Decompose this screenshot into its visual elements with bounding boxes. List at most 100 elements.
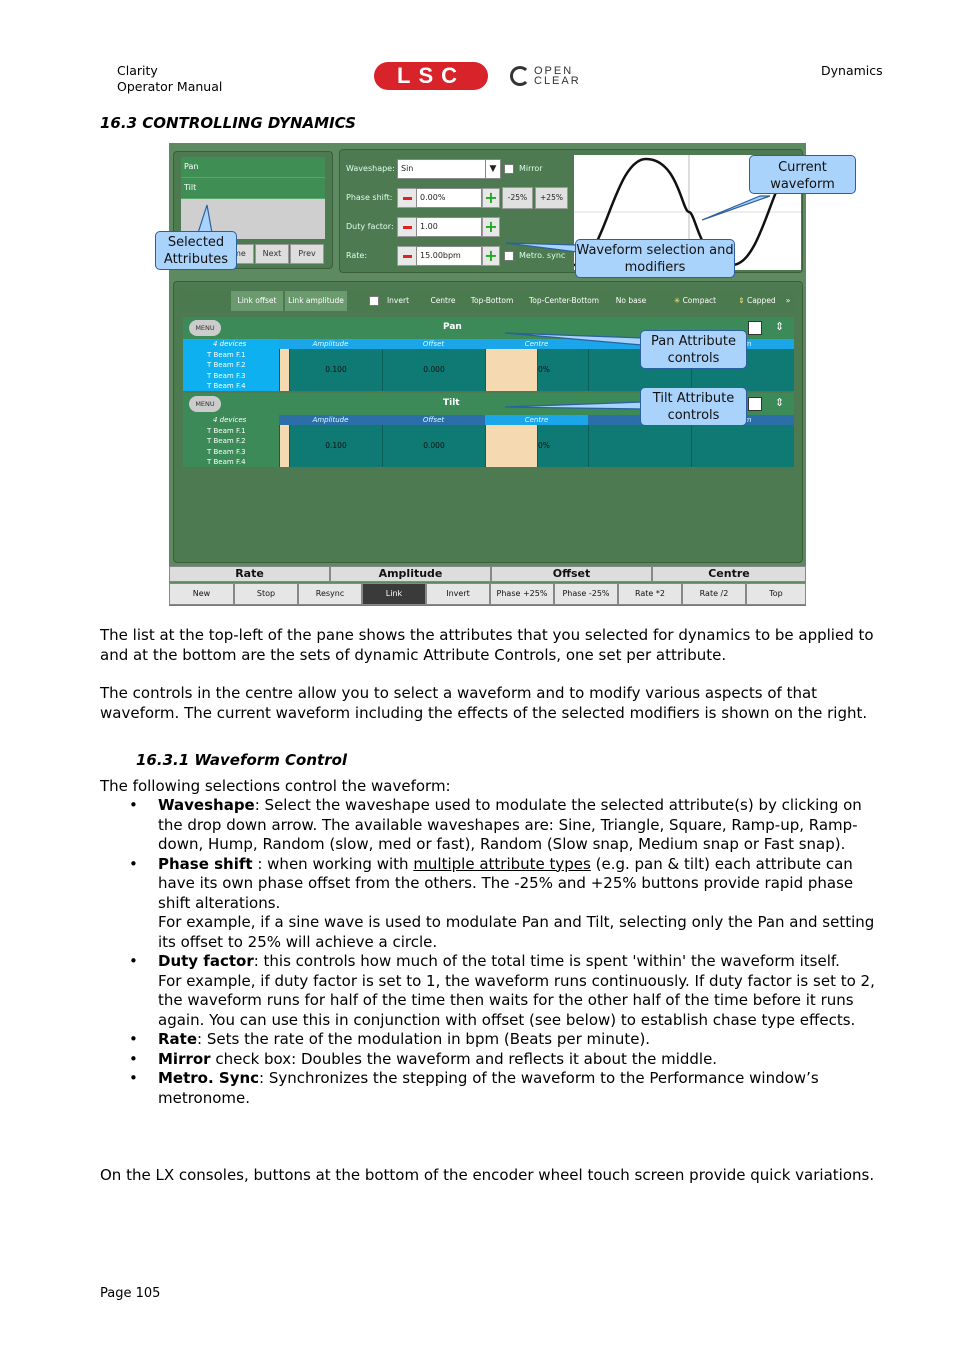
phase-minus-icon[interactable] — [397, 188, 417, 208]
phase-plus25-bottom-button[interactable]: Phase +25% — [490, 583, 554, 605]
phase-minus25-button[interactable]: -25% — [502, 187, 533, 209]
pan-col-amplitude: Amplitude — [312, 340, 349, 348]
top-button[interactable]: Top — [746, 583, 806, 605]
pan-device-list: 4 devices T Beam F.1 T Beam F.2 T Beam F… — [183, 339, 279, 391]
phase-text-a: : when working with — [252, 854, 414, 873]
mirror-label: Mirror — [519, 164, 543, 173]
duty-example: For example, if duty factor is set to 1,… — [158, 971, 875, 1029]
rate-half-button[interactable]: Rate /2 — [682, 583, 746, 605]
pan-toggle-icon[interactable] — [748, 321, 762, 335]
pan-menu-button[interactable]: MENU — [189, 320, 221, 336]
tilt-centre-value[interactable]: 0% — [537, 425, 588, 467]
tilt-amplitude-value[interactable]: 0.100 — [289, 425, 382, 467]
duty-factor-label: Duty factor: — [346, 222, 394, 231]
mirror-term: Mirror — [158, 1049, 211, 1068]
invert-checkbox[interactable] — [369, 296, 379, 306]
mirror-text: check box: Doubles the waveform and refl… — [210, 1049, 718, 1068]
waveshape-select[interactable]: Sin ▼ — [397, 159, 501, 179]
metro-sync-checkbox[interactable] — [504, 251, 514, 261]
phase-plus-icon[interactable]: + — [482, 188, 500, 208]
rate-label: Rate: — [346, 251, 368, 260]
capped-option[interactable]: ⇕ Capped — [731, 291, 783, 311]
new-button[interactable]: New — [169, 583, 234, 605]
tilt-col-offset: Offset — [422, 416, 445, 424]
paragraph-controls: The controls in the centre allow you to … — [100, 684, 868, 722]
next-button[interactable]: Next — [255, 244, 289, 264]
list-item: Rate: Sets the rate of the modulation in… — [129, 1030, 880, 1050]
link-offset-button[interactable]: Link offset — [231, 291, 283, 311]
attribute-types-link[interactable]: multiple attribute types — [413, 854, 591, 873]
metro-term: Metro. Sync — [158, 1069, 260, 1087]
pan-expand-icon[interactable]: ⇕ — [775, 320, 785, 333]
tilt-device-item: T Beam F.4 — [207, 458, 246, 466]
rate-field[interactable]: 15.00bpm — [416, 246, 482, 266]
prev-button[interactable]: Prev — [290, 244, 324, 264]
tilt-amplitude-bar — [279, 425, 289, 467]
openclear-word-1: OPEN — [534, 65, 574, 77]
doc-subtitle: Operator Manual — [117, 79, 223, 94]
doc-title: Clarity — [117, 63, 158, 78]
subsection-title: 16.3.1 Waveform Control — [136, 751, 348, 769]
capped-icon: ⇕ — [738, 296, 745, 305]
attribute-item-pan[interactable]: Pan — [181, 157, 325, 178]
tilt-offset-value[interactable]: 0.000 — [382, 425, 485, 467]
no-base-option[interactable]: No base — [615, 296, 647, 305]
pan-col-centre: Centre — [524, 340, 549, 348]
pan-centre-value[interactable]: 0% — [537, 349, 588, 391]
metro-text: : Synchronizes the stepping of the wavef… — [158, 1069, 819, 1107]
phase-plus25-button[interactable]: +25% — [535, 187, 568, 209]
pan-controls-callout: Pan Attribute controls — [640, 330, 747, 369]
chevron-down-icon[interactable]: ▼ — [485, 160, 500, 178]
phase-minus25-bottom-button[interactable]: Phase -25% — [554, 583, 618, 605]
tilt-menu-button[interactable]: MENU — [189, 396, 221, 412]
stop-button[interactable]: Stop — [234, 583, 298, 605]
bank-amplitude: Amplitude — [330, 566, 491, 582]
duty-factor-field[interactable]: 1.00 — [416, 217, 482, 237]
mirror-checkbox[interactable] — [504, 164, 514, 174]
top-bottom-option[interactable]: Top-Bottom — [470, 296, 514, 305]
attribute-item-tilt[interactable]: Tilt — [181, 178, 325, 199]
pan-device-item: T Beam F.4 — [207, 382, 246, 390]
list-item: Mirror check box: Doubles the waveform a… — [129, 1049, 880, 1070]
page-number: Page 105 — [100, 1286, 161, 1301]
phase-shift-field[interactable]: 0.00% — [416, 188, 482, 208]
rate-plus-icon[interactable]: + — [482, 246, 500, 266]
bank-offset: Offset — [491, 566, 652, 582]
waveform-control-list: Waveshape: Select the waveshape used to … — [100, 796, 880, 1108]
rate-minus-icon[interactable] — [397, 246, 417, 266]
invert-button[interactable]: Invert — [426, 583, 490, 605]
link-amplitude-button[interactable]: Link amplitude — [285, 291, 347, 311]
pan-device-item: T Beam F.1 — [207, 350, 246, 359]
attribute-list: Pan Tilt — [181, 157, 325, 239]
list-item: Duty factor: this controls how much of t… — [129, 952, 880, 1030]
duty-plus-icon[interactable]: + — [482, 217, 500, 237]
pan-amplitude-value[interactable]: 0.100 — [289, 349, 382, 391]
dynamics-screenshot: Pan Tilt me Next Prev Waveshape: Sin ▼ M… — [169, 143, 806, 606]
openclear-ring-icon — [510, 66, 530, 86]
compact-label: Compact — [682, 296, 717, 305]
tilt-cell-4[interactable] — [588, 425, 691, 467]
tilt-device-item: T Beam F.2 — [207, 437, 246, 445]
compact-option[interactable]: ✳ Compact — [667, 291, 723, 311]
phase-example: For example, if a sine wave is used to m… — [158, 913, 875, 951]
tilt-col-centre: Centre — [485, 415, 588, 425]
tilt-cell-5[interactable] — [691, 425, 794, 467]
duty-text: : this controls how much of the total ti… — [253, 952, 840, 970]
phase-term: Phase shift — [158, 854, 253, 873]
link-button[interactable]: Link — [362, 583, 426, 605]
centre-option[interactable]: Centre — [430, 296, 456, 305]
pan-offset-value[interactable]: 0.000 — [382, 349, 485, 391]
duty-minus-icon[interactable] — [397, 217, 417, 237]
more-icon[interactable]: » — [785, 296, 791, 305]
tilt-expand-icon[interactable]: ⇕ — [775, 396, 785, 409]
openclear-logo: OPEN CLEAR — [510, 64, 610, 88]
phase-text-b: (e.g. pan & tilt) each attribute can hav… — [158, 854, 854, 912]
rate-double-button[interactable]: Rate *2 — [618, 583, 682, 605]
pan-device-item: T Beam F.3 — [207, 371, 246, 380]
lsc-logo: LSC — [374, 62, 488, 90]
section-title: 16.3 CONTROLLING DYNAMICS — [100, 114, 356, 132]
top-center-bottom-option[interactable]: Top-Center-Bottom — [528, 296, 600, 305]
resync-button[interactable]: Resync — [298, 583, 362, 605]
duty-term: Duty factor — [158, 952, 254, 970]
tilt-toggle-icon[interactable] — [748, 397, 762, 411]
